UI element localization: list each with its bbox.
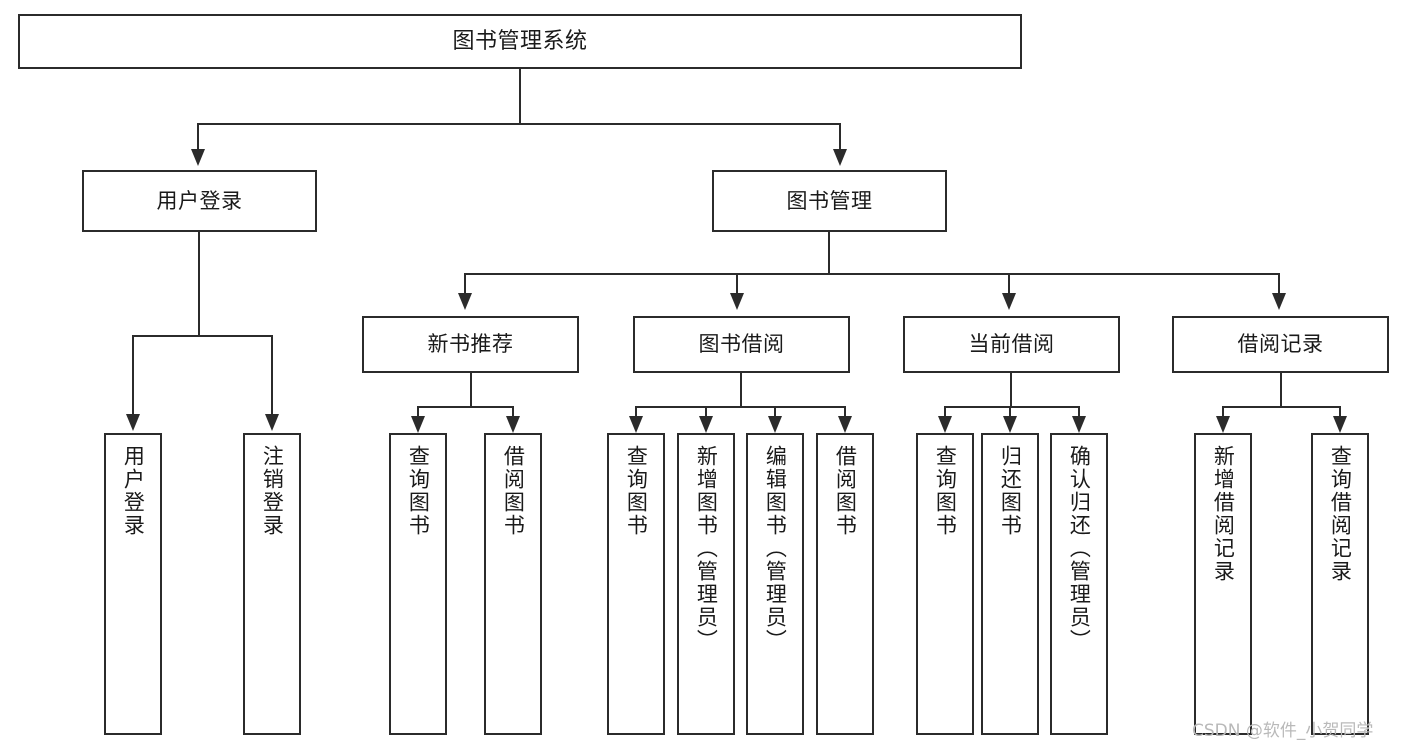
- connector-drop-leaf-logout-login: [271, 335, 273, 416]
- connector-current-borrow-bar: [944, 406, 1079, 408]
- node-leaf-query-book-2[interactable]: 查询图书: [607, 433, 665, 735]
- node-label: 借阅记录: [1237, 332, 1324, 357]
- node-label: 图书管理: [786, 188, 873, 213]
- connector-root-stem: [519, 69, 521, 123]
- node-book-borrow[interactable]: 图书借阅: [633, 316, 850, 373]
- node-leaf-borrow-book-1[interactable]: 借阅图书: [484, 433, 542, 735]
- arrow-leaf-return-book: [1003, 416, 1017, 433]
- connector-drop-user-login: [197, 123, 199, 151]
- connector-root-bar: [197, 123, 841, 125]
- connector-book-manage-bar: [464, 273, 1280, 275]
- node-label: 确认归还（管理员）: [1067, 445, 1092, 652]
- node-label: 编辑图书（管理员）: [763, 445, 788, 652]
- arrow-leaf-query-book-2: [629, 416, 643, 433]
- connector-user-login-stem: [198, 232, 200, 335]
- csdn-watermark: CSDN @软件_小贺同学: [1192, 721, 1374, 741]
- arrow-new-book-recommend: [458, 293, 472, 310]
- node-leaf-query-book-3[interactable]: 查询图书: [916, 433, 974, 735]
- node-leaf-return-book[interactable]: 归还图书: [981, 433, 1039, 735]
- connector-user-login-bar: [132, 335, 272, 337]
- arrow-book-manage: [833, 149, 847, 166]
- connector-book-borrow-stem: [740, 373, 742, 406]
- node-leaf-edit-book[interactable]: 编辑图书（管理员）: [746, 433, 804, 735]
- node-label: 借阅图书: [501, 445, 526, 537]
- connector-borrow-record-stem: [1280, 373, 1282, 406]
- connector-drop-leaf-add-book: [705, 406, 707, 418]
- connector-drop-leaf-user-login: [132, 335, 134, 416]
- connector-book-borrow-bar: [635, 406, 845, 408]
- connector-drop-book-borrow: [736, 273, 738, 295]
- connector-drop-current-borrow: [1008, 273, 1010, 295]
- node-leaf-logout-login[interactable]: 注销登录: [243, 433, 301, 735]
- connector-drop-leaf-borrow-book-2: [844, 406, 846, 418]
- connector-drop-leaf-query-book-3: [944, 406, 946, 418]
- node-leaf-confirm-return[interactable]: 确认归还（管理员）: [1050, 433, 1108, 735]
- node-label: 归还图书: [998, 445, 1023, 537]
- node-leaf-borrow-book-2[interactable]: 借阅图书: [816, 433, 874, 735]
- connector-drop-borrow-record: [1278, 273, 1280, 295]
- node-label: 图书管理系统: [452, 28, 588, 54]
- connector-new-book-recommend-stem: [470, 373, 472, 406]
- arrow-leaf-borrow-book-2: [838, 416, 852, 433]
- connector-borrow-record-bar: [1222, 406, 1340, 408]
- node-label: 查询图书: [624, 445, 649, 537]
- node-label: 新增借阅记录: [1211, 445, 1236, 583]
- arrow-leaf-logout-login: [265, 414, 279, 431]
- arrow-user-login: [191, 149, 205, 166]
- arrow-leaf-borrow-book-1: [506, 416, 520, 433]
- node-leaf-user-login[interactable]: 用户登录: [104, 433, 162, 735]
- arrow-borrow-record: [1272, 293, 1286, 310]
- arrow-leaf-confirm-return: [1072, 416, 1086, 433]
- connector-drop-leaf-query-borrow-record: [1339, 406, 1341, 418]
- arrow-book-borrow: [730, 293, 744, 310]
- node-label: 借阅图书: [833, 445, 858, 537]
- connector-drop-leaf-query-book-2: [635, 406, 637, 418]
- arrow-leaf-query-book-1: [411, 416, 425, 433]
- node-label: 注销登录: [260, 445, 285, 537]
- connector-drop-leaf-borrow-book-1: [512, 406, 514, 418]
- connector-drop-leaf-query-book-1: [417, 406, 419, 418]
- node-leaf-query-book-1[interactable]: 查询图书: [389, 433, 447, 735]
- node-new-book-recommend[interactable]: 新书推荐: [362, 316, 579, 373]
- connector-drop-new-book-recommend: [464, 273, 466, 295]
- arrow-leaf-query-book-3: [938, 416, 952, 433]
- arrow-leaf-add-book: [699, 416, 713, 433]
- node-current-borrow[interactable]: 当前借阅: [903, 316, 1120, 373]
- node-label: 图书借阅: [698, 332, 785, 357]
- node-leaf-add-borrow-record[interactable]: 新增借阅记录: [1194, 433, 1252, 735]
- connector-drop-leaf-return-book: [1009, 406, 1011, 418]
- node-borrow-record[interactable]: 借阅记录: [1172, 316, 1389, 373]
- arrow-leaf-query-borrow-record: [1333, 416, 1347, 433]
- node-leaf-query-borrow-record[interactable]: 查询借阅记录: [1311, 433, 1369, 735]
- connector-current-borrow-stem: [1010, 373, 1012, 406]
- connector-new-book-recommend-bar: [417, 406, 513, 408]
- node-label: 查询图书: [406, 445, 431, 537]
- node-root-system[interactable]: 图书管理系统: [18, 14, 1022, 69]
- arrow-leaf-user-login: [126, 414, 140, 431]
- node-label: 查询图书: [933, 445, 958, 537]
- connector-book-manage-stem: [828, 232, 830, 273]
- node-label: 新书推荐: [427, 332, 514, 357]
- connector-drop-leaf-edit-book: [774, 406, 776, 418]
- node-user-login[interactable]: 用户登录: [82, 170, 317, 232]
- connector-drop-leaf-confirm-return: [1078, 406, 1080, 418]
- arrow-leaf-add-borrow-record: [1216, 416, 1230, 433]
- arrow-leaf-edit-book: [768, 416, 782, 433]
- node-label: 用户登录: [156, 188, 243, 213]
- arrow-current-borrow: [1002, 293, 1016, 310]
- node-label: 用户登录: [121, 445, 146, 537]
- connector-drop-book-manage: [839, 123, 841, 151]
- node-book-manage[interactable]: 图书管理: [712, 170, 947, 232]
- node-leaf-add-book[interactable]: 新增图书（管理员）: [677, 433, 735, 735]
- node-label: 查询借阅记录: [1328, 445, 1353, 583]
- node-label: 新增图书（管理员）: [694, 445, 719, 652]
- connector-drop-leaf-add-borrow-record: [1222, 406, 1224, 418]
- node-label: 当前借阅: [968, 332, 1055, 357]
